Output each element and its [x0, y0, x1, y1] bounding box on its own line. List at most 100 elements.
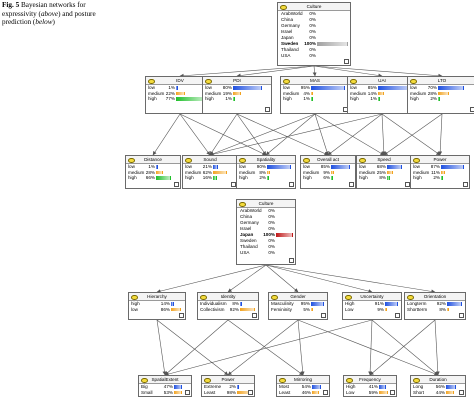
state-label: high [410, 96, 419, 102]
node-oval-icon [200, 294, 207, 300]
node-checkbox[interactable] [323, 390, 328, 395]
node-checkbox[interactable] [289, 182, 294, 187]
node-checkbox[interactable] [463, 182, 468, 187]
node-checkbox[interactable] [395, 313, 400, 318]
edge-arrow [314, 113, 329, 156]
node-checkbox[interactable] [459, 390, 464, 395]
node-title: Power [433, 156, 447, 162]
node-checkbox[interactable] [344, 59, 349, 64]
state-label: Thailand [240, 244, 258, 249]
node-checkbox[interactable] [231, 182, 236, 187]
node-checkbox[interactable] [265, 107, 270, 112]
node-checkbox[interactable] [248, 390, 253, 395]
edge-arrow [381, 113, 441, 156]
probability-bar [438, 97, 440, 101]
node-checkbox[interactable] [252, 313, 257, 318]
probability-bar [438, 91, 449, 96]
state-label: Shortterm [407, 306, 428, 312]
state-label: ArabWorld [240, 208, 262, 213]
node-checkbox[interactable] [405, 182, 410, 187]
node-header: Culture [237, 200, 295, 208]
edge-arrow [209, 113, 316, 156]
node-checkbox[interactable] [321, 313, 326, 318]
edge-arrow [179, 65, 315, 78]
node-oval-icon [185, 157, 192, 163]
probability-bar [267, 170, 270, 175]
edge-arrow [438, 113, 443, 156]
node-header: Spatiality [237, 156, 295, 164]
state-percent: 28% [145, 169, 155, 175]
edge-arrow [227, 319, 299, 376]
probability-bar [331, 165, 350, 169]
node-oval-icon [410, 78, 417, 84]
node-checkbox[interactable] [289, 258, 294, 263]
probability-bar [446, 390, 455, 395]
node-checkbox[interactable] [459, 313, 464, 318]
state-percent: 14% [367, 90, 377, 96]
probability-bar [312, 390, 320, 395]
node-title: LTO [437, 77, 447, 83]
node-checkbox[interactable] [179, 313, 184, 318]
state-percent: 11% [431, 169, 440, 175]
node-checkbox[interactable] [174, 182, 179, 187]
state-label: medium [128, 169, 145, 175]
node-oval-icon [128, 157, 135, 163]
state-percent: 0% [309, 17, 316, 22]
node-checkbox[interactable] [349, 182, 354, 187]
probability-bar [233, 86, 262, 90]
state-label: low [131, 306, 138, 312]
state-label: Low [346, 389, 355, 395]
state-label: high [350, 96, 359, 102]
state-label: Japan [240, 232, 254, 237]
node-header: Hierarchy [129, 293, 185, 301]
node-oval-icon [141, 377, 148, 383]
probability-bar [378, 91, 384, 96]
node-header: PDI [203, 77, 271, 85]
probability-bar [213, 165, 219, 169]
node-checkbox[interactable] [390, 390, 395, 395]
state-percent: 100% [263, 232, 275, 237]
node-oval-icon [350, 78, 357, 84]
state-label: Germany [240, 220, 259, 225]
node-checkbox[interactable] [470, 107, 474, 112]
state-percent: 77% [165, 96, 175, 102]
edge-arrow [179, 113, 211, 156]
state-label: low [185, 164, 192, 169]
probability-bar [385, 302, 398, 306]
probability-bar [233, 91, 241, 96]
node-checkbox[interactable] [185, 390, 190, 395]
